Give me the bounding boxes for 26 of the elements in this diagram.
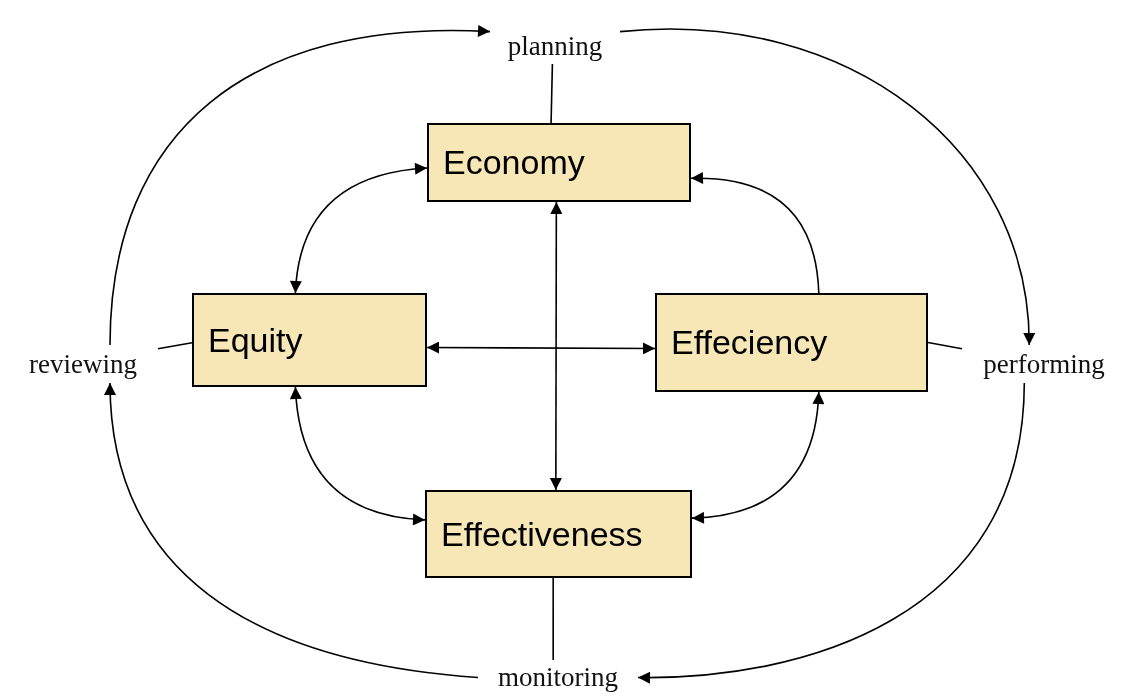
- process-box: [425, 490, 692, 578]
- box-label: Effectiveness: [441, 514, 643, 554]
- arrow: [426, 341, 656, 355]
- process-box: [192, 293, 427, 387]
- box-label: Economy: [443, 143, 585, 182]
- connector-line: [927, 341, 963, 350]
- arrow: [104, 382, 479, 679]
- box-label: Effeciency: [671, 323, 828, 362]
- arrow: [691, 391, 824, 524]
- arrow: [290, 386, 426, 525]
- arrow: [549, 201, 563, 491]
- arrow: [637, 382, 1026, 684]
- process-box: [655, 293, 928, 392]
- arrow: [290, 163, 428, 294]
- process-box: [427, 123, 691, 202]
- cycle-stage-label: planning: [490, 28, 620, 64]
- connector-line: [552, 577, 554, 661]
- arrow: [109, 25, 491, 346]
- arrow: [619, 28, 1035, 346]
- arrow: [690, 172, 820, 294]
- cycle-stage-label: performing: [962, 345, 1126, 383]
- connector-line: [550, 63, 554, 124]
- cycle-stage-label: reviewing: [8, 345, 158, 383]
- connector-line: [157, 342, 193, 350]
- box-label: Equity: [208, 320, 303, 360]
- cycle-stage-label: monitoring: [478, 660, 638, 695]
